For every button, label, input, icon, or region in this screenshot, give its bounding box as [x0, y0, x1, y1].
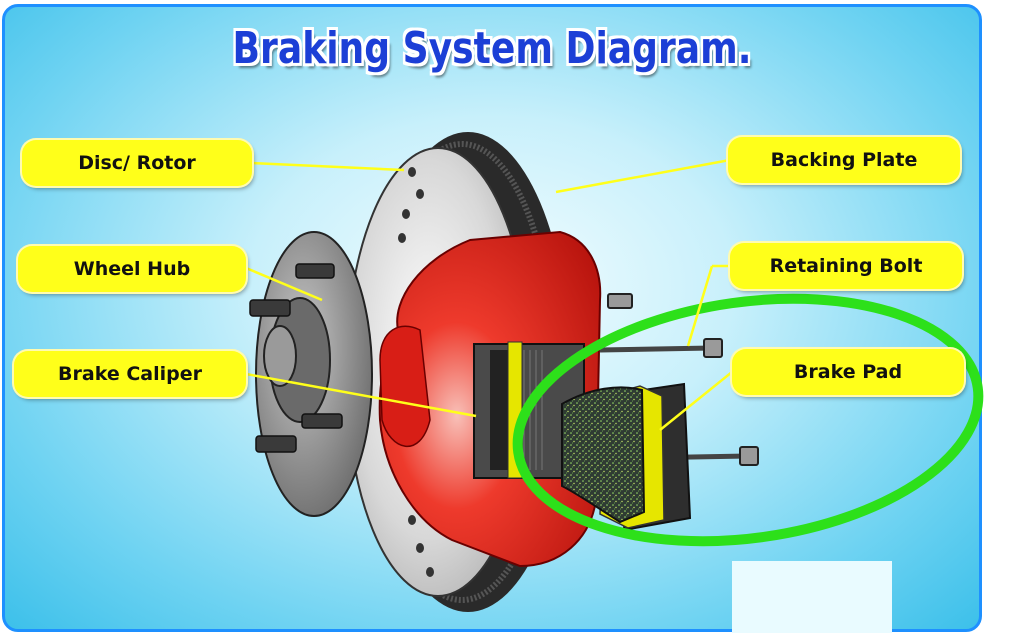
label-brake-caliper: Brake Caliper	[14, 351, 246, 397]
brake-pad-friction-shape	[561, 386, 646, 524]
label-retaining-bolt: Retaining Bolt	[730, 243, 962, 289]
label-backing-plate: Backing Plate	[728, 137, 960, 183]
blank-overlay	[732, 561, 892, 633]
diagram-title: Braking System Diagram.	[232, 23, 752, 74]
label-wheel-hub: Wheel Hub	[18, 246, 246, 292]
brake-pad-highlight-ring	[512, 293, 984, 547]
label-disc-rotor: Disc/ Rotor	[22, 140, 252, 186]
label-brake-pad: Brake Pad	[732, 349, 964, 395]
